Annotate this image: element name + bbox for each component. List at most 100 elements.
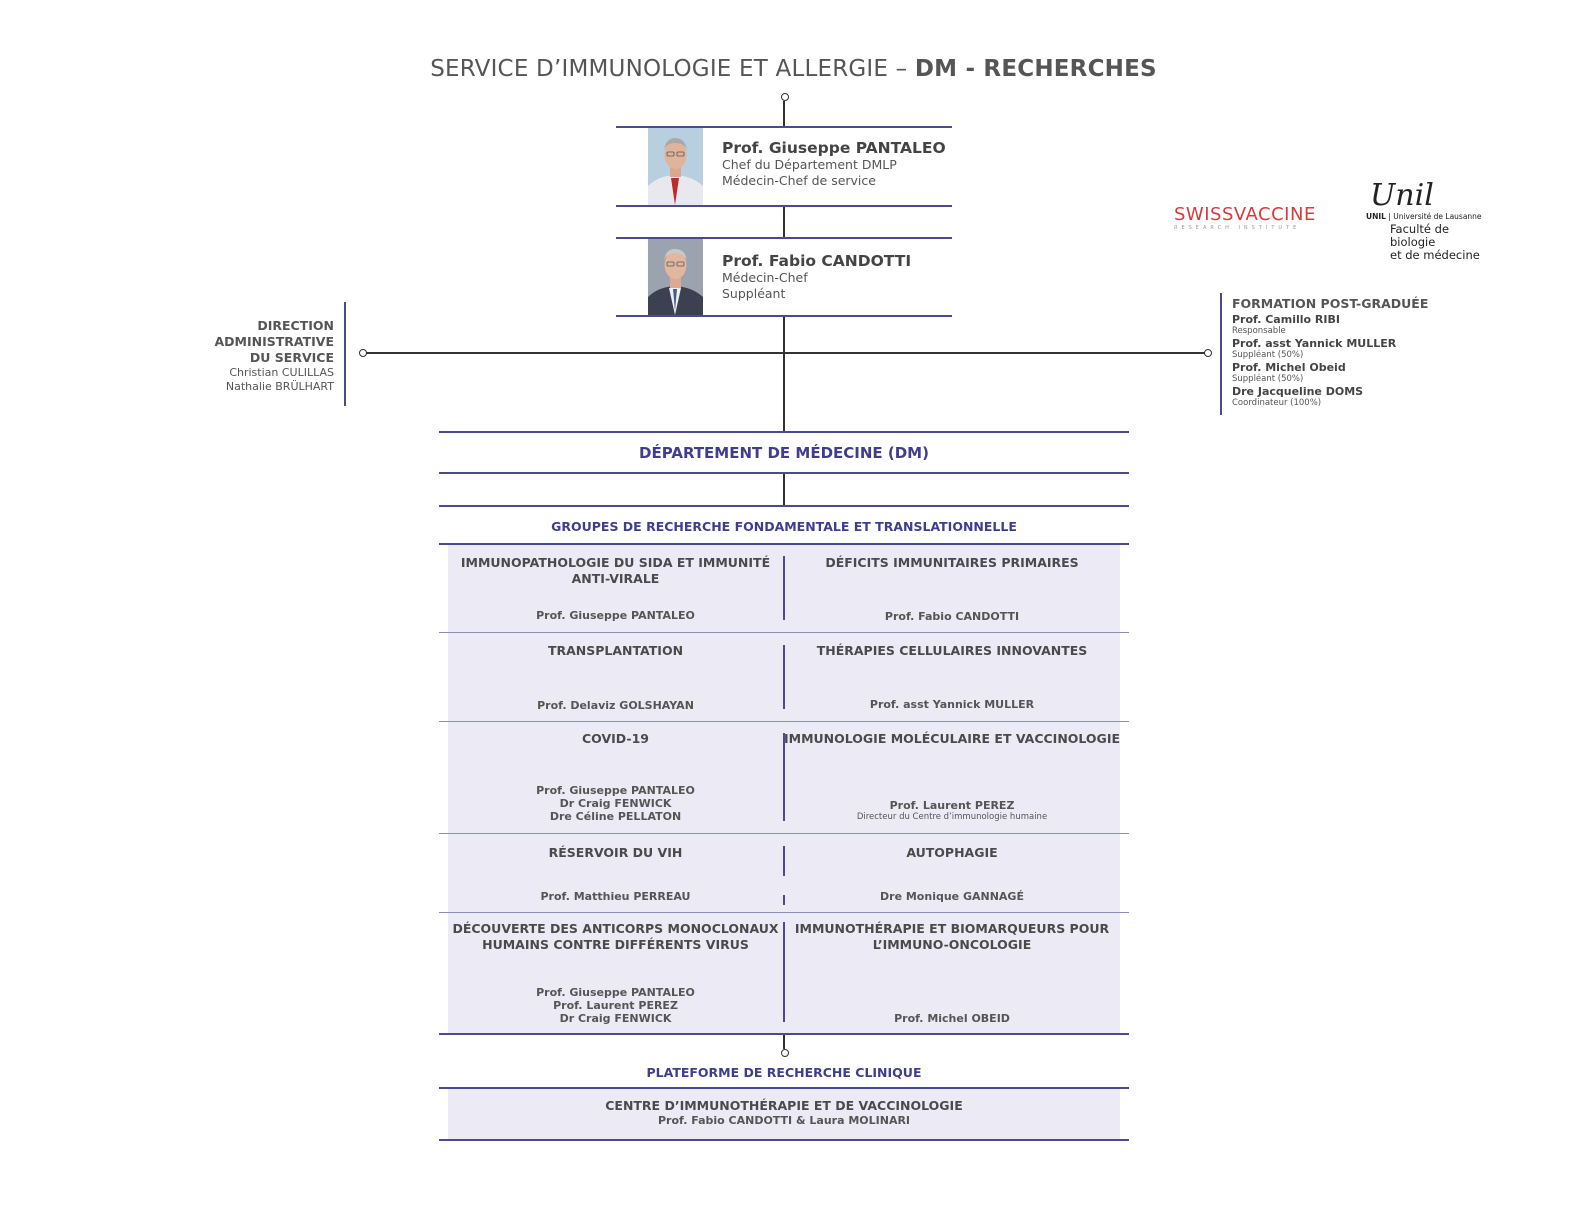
connector-chief-deputy (783, 207, 785, 238)
group-cell: DÉCOUVERTE DES ANTICORPS MONOCLONAUX HUM… (448, 921, 783, 953)
formation-member: Prof. asst Yannick MULLER Suppléant (50%… (1232, 337, 1492, 361)
group-title: TRANSPLANTATION (547, 643, 684, 658)
chief-name: Prof. Giuseppe PANTALEO (722, 139, 946, 157)
column-divider (783, 645, 785, 709)
group-title: IMMUNOTHÉRAPIE ET BIOMARQUEURS POUR (794, 921, 1110, 936)
direction-name-2: Nathalie BRÜLHART (225, 380, 334, 393)
column-divider (783, 846, 785, 876)
dept-bottom-line (439, 472, 1129, 474)
deputy-photo (648, 239, 703, 318)
group-cell: THÉRAPIES CELLULAIRES INNOVANTES (784, 643, 1120, 659)
chief-role-1: Chef du Département DMLP (722, 157, 897, 172)
group-title: DÉFICITS IMMUNITAIRES PRIMAIRES (825, 555, 1079, 570)
unil-faculty: Faculté de biologie et de médecine (1390, 223, 1496, 262)
group-cell: IMMUNOTHÉRAPIE ET BIOMARQUEURS POUR L’IM… (784, 921, 1120, 953)
formation-member-name: Prof. Michel Obeid (1232, 361, 1346, 374)
chief-info: Prof. Giuseppe PANTALEO Chef du Départem… (722, 139, 946, 189)
connector-dot-bottom (781, 1049, 789, 1057)
connector-dept-groups (783, 474, 785, 506)
group-person: Prof. Delaviz GOLSHAYAN (537, 699, 694, 712)
group-title: RÉSERVOIR DU VIH (548, 845, 683, 860)
group-title: COVID-19 (582, 731, 649, 746)
group-person: Dre Monique GANNAGÉ (880, 890, 1024, 903)
group-person-subtitle: Directeur du Centre d’immunologie humain… (856, 812, 1048, 822)
chief-bottom-line (616, 205, 952, 207)
group-person: Prof. Laurent PEREZ (553, 999, 678, 1012)
unil-logo-small: UNIL | Université de Lausanne (1366, 212, 1482, 221)
group-title: IMMUNOLOGIE MOLÉCULAIRE ET VACCINOLOGIE (784, 731, 1121, 746)
chief-photo (648, 128, 703, 207)
group-title: DÉCOUVERTE DES ANTICORPS MONOCLONAUX (452, 921, 779, 936)
formation-member-name: Dre Jacqueline DOMS (1232, 385, 1364, 398)
title-prefix: SERVICE D’IMMUNOLOGIE ET ALLERGIE – (430, 56, 915, 82)
group-cell: TRANSPLANTATION (448, 643, 783, 659)
chief-top-line (616, 126, 952, 128)
group-person: Prof. Giuseppe PANTALEO (536, 609, 695, 622)
row-separator (439, 721, 1129, 722)
deputy-role-1: Médecin-Chef (722, 270, 808, 285)
group-cell: AUTOPHAGIE (784, 845, 1120, 861)
formation-member-role: Suppléant (50%) (1232, 350, 1304, 360)
direction-name-1: Christian CULILLAS (229, 366, 334, 379)
swissvaccine-logo: SWISSVACCINE RESEARCH INSTITUTE (1174, 204, 1316, 231)
groups-heading: GROUPES DE RECHERCHE FONDAMENTALE ET TRA… (551, 519, 1017, 534)
unil-small-text: Université de Lausanne (1393, 212, 1482, 221)
formation-member-role: Coordinateur (100%) (1232, 398, 1322, 408)
group-cell: IMMUNOLOGIE MOLÉCULAIRE ET VACCINOLOGIE (784, 731, 1120, 747)
group-title: HUMAINS CONTRE DIFFÉRENTS VIRUS (482, 937, 749, 952)
group-person: Dr Craig FENWICK (559, 1012, 672, 1025)
deputy-info: Prof. Fabio CANDOTTI Médecin-Chef Supplé… (722, 252, 911, 302)
column-divider (783, 733, 785, 821)
deputy-bottom-line (616, 315, 952, 317)
direction-box: DIRECTION ADMINISTRATIVE DU SERVICE Chri… (150, 318, 334, 394)
deputy-role-2: Suppléant (722, 286, 786, 301)
unil-faculty-line-2: et de médecine (1390, 248, 1480, 262)
unil-small-bold: UNIL (1366, 212, 1386, 221)
platform-people: Prof. Fabio CANDOTTI & Laura MOLINARI (657, 1114, 911, 1127)
direction-heading-3: DU SERVICE (249, 350, 334, 365)
unil-logo: Unil UNIL | Université de Lausanne Facul… (1366, 180, 1496, 262)
platform-background (448, 1089, 1120, 1139)
platform-top-line (439, 1087, 1129, 1089)
group-cell: RÉSERVOIR DU VIH (448, 845, 783, 861)
platform-bottom-line (439, 1139, 1129, 1141)
connector-groups-platform (783, 1035, 785, 1049)
connector-dot-right (1204, 349, 1212, 357)
group-title: L’IMMUNO-ONCOLOGIE (872, 937, 1032, 952)
connector-dot-top (781, 93, 789, 101)
group-people: Prof. Giuseppe PANTALEO Dr Craig FENWICK… (448, 784, 783, 823)
chief-role-2: Médecin-Chef de service (722, 173, 876, 188)
direction-heading-1: DIRECTION (257, 318, 334, 333)
platform-heading: PLATEFORME DE RECHERCHE CLINIQUE (646, 1065, 922, 1080)
direction-heading-2: ADMINISTRATIVE (214, 334, 334, 349)
page-title: SERVICE D’IMMUNOLOGIE ET ALLERGIE – DM -… (0, 56, 1587, 82)
group-person: Prof. Matthieu PERREAU (540, 890, 691, 903)
deputy-top-line (616, 237, 952, 239)
groups-top-line (439, 505, 1129, 507)
deputy-name: Prof. Fabio CANDOTTI (722, 252, 912, 270)
direction-bar (344, 302, 346, 406)
formation-member: Dre Jacqueline DOMS Coordinateur (100%) (1232, 385, 1492, 409)
unil-logo-script: Unil (1370, 178, 1434, 213)
platform-title: CENTRE D’IMMUNOTHÉRAPIE ET DE VACCINOLOG… (605, 1098, 963, 1113)
group-title: ANTI-VIRALE (571, 571, 660, 586)
group-cell: DÉFICITS IMMUNITAIRES PRIMAIRES (784, 555, 1120, 571)
groups-grid-bottom-line (439, 1033, 1129, 1035)
group-people: Prof. Giuseppe PANTALEO Prof. Laurent PE… (448, 986, 783, 1025)
group-person: Prof. Giuseppe PANTALEO (536, 986, 695, 999)
formation-member: Prof. Michel Obeid Suppléant (50%) (1232, 361, 1492, 385)
formation-member: Prof. Camillo RIBI Responsable (1232, 313, 1492, 337)
connector-horizontal (365, 352, 1207, 354)
column-divider (783, 922, 785, 1022)
group-cell: COVID-19 (448, 731, 783, 747)
group-title: THÉRAPIES CELLULAIRES INNOVANTES (816, 643, 1088, 658)
platform-cell: CENTRE D’IMMUNOTHÉRAPIE ET DE VACCINOLOG… (448, 1098, 1120, 1127)
swissvaccine-logo-text: SWISSVACCINE (1174, 204, 1316, 225)
column-divider (783, 556, 785, 620)
group-person: Dr Craig FENWICK (559, 797, 672, 810)
formation-member-name: Prof. asst Yannick MULLER (1232, 337, 1397, 350)
group-person: Prof. Michel OBEID (894, 1012, 1010, 1025)
row-separator (439, 833, 1129, 834)
group-people: Prof. Laurent PEREZ Directeur du Centre … (784, 799, 1120, 823)
groups-grid-top-line (439, 543, 1129, 545)
